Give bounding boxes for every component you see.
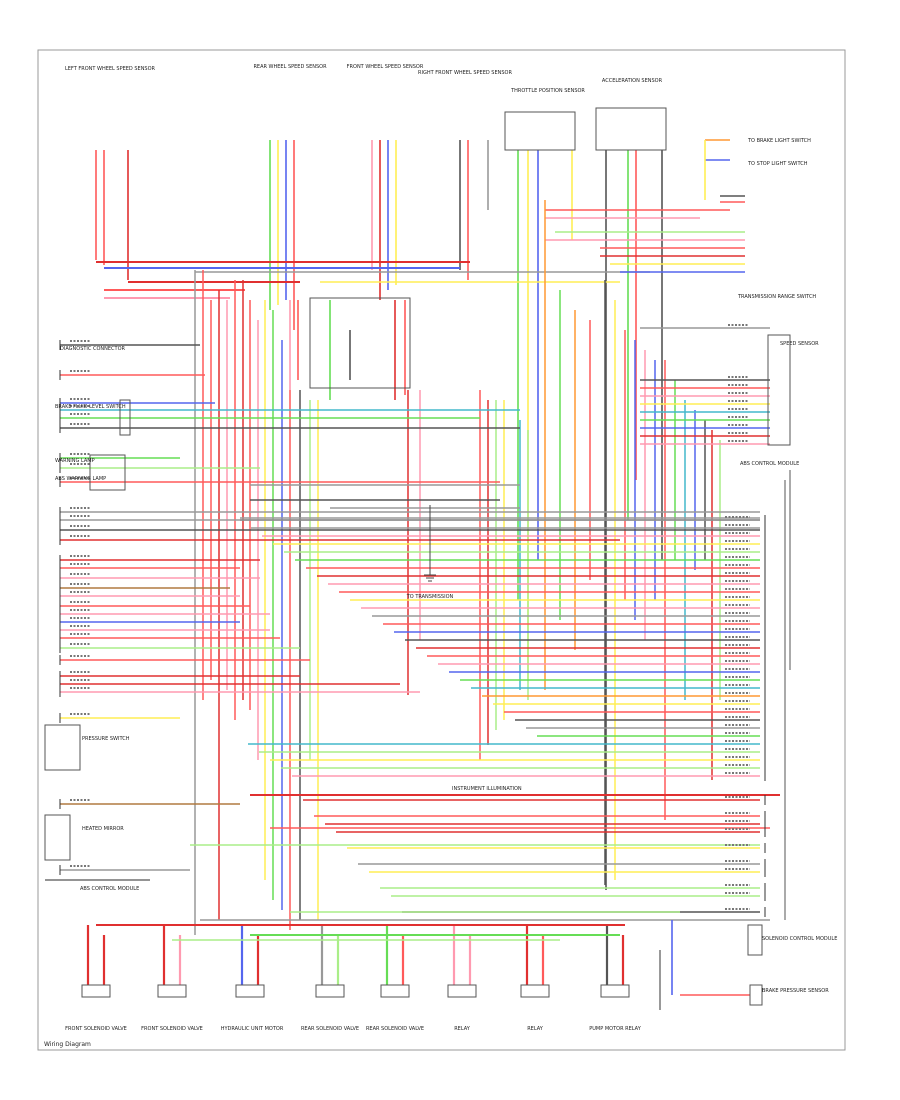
fluid-level-switch-box: [119, 399, 131, 436]
heated-mirror-box: [44, 814, 71, 861]
left-bottom-label-3: ABS CONTROL MODULE: [80, 886, 139, 892]
valve-connector-3: [235, 984, 265, 998]
valve-connector-6: [447, 984, 477, 998]
left-label-1: DIAGNOSTIC CONNECTOR: [60, 346, 126, 352]
valve-connector-5: [380, 984, 410, 998]
right-label-2: TO STOP LIGHT SWITCH: [747, 161, 808, 167]
valve-connector-8: [600, 984, 630, 998]
bottom-label-5: REAR SOLENOID VALVE: [366, 1026, 424, 1032]
valve-connector-7: [520, 984, 550, 998]
sensor-label-5: THROTTLE POSITION SENSOR: [510, 88, 585, 94]
right-mid-label: ABS CONTROL MODULE: [740, 461, 799, 467]
bottom-label-1: FRONT SOLENOID VALVE: [65, 1026, 127, 1032]
valve-connector-1: [81, 984, 111, 998]
solenoid-control-box: [747, 924, 763, 956]
throttle-sensor-box: [504, 111, 576, 151]
sensor-label-4: RIGHT FRONT WHEEL SPEED SENSOR: [418, 70, 512, 76]
ground-label: TO TRANSMISSION: [406, 594, 454, 600]
sensor-label-1: LEFT FRONT WHEEL SPEED SENSOR: [65, 66, 156, 72]
transmission-range-switch-box: [767, 334, 791, 446]
sensor-label-3: FRONT WHEEL SPEED SENSOR: [347, 64, 424, 70]
right-label-4: SPEED SENSOR: [780, 341, 819, 347]
bottom-label-7: RELAY: [527, 1026, 544, 1032]
illumination-label: INSTRUMENT ILLUMINATION: [452, 786, 522, 792]
bottom-label-4: REAR SOLENOID VALVE: [301, 1026, 359, 1032]
ground-symbol: [424, 505, 436, 582]
footer-text: Wiring Diagram: [44, 1041, 91, 1048]
bottom-label-6: RELAY: [454, 1026, 471, 1032]
left-label-2: BRAKE FLUID LEVEL SWITCH: [55, 404, 126, 410]
left-bottom-label-2: HEATED MIRROR: [82, 826, 124, 832]
component-group: [44, 107, 791, 1006]
bottom-label-8: PUMP MOTOR RELAY: [589, 1026, 641, 1032]
right-bottom-label-2: BRAKE PRESSURE SENSOR: [762, 988, 829, 994]
left-label-3: WARNING LAMP: [55, 458, 95, 464]
left-label-4: ABS WARNING LAMP: [55, 476, 106, 482]
bottom-label-2: FRONT SOLENOID VALVE: [141, 1026, 203, 1032]
right-label-3: TRANSMISSION RANGE SWITCH: [737, 294, 816, 300]
right-bottom-label-1: SOLENOID CONTROL MODULE: [762, 936, 837, 942]
pressure-switch-box: [44, 724, 81, 771]
right-label-1: TO BRAKE LIGHT SWITCH: [747, 138, 811, 144]
sensor-label-2: REAR WHEEL SPEED SENSOR: [253, 64, 327, 70]
sensor-label-6: ACCELERATION SENSOR: [602, 78, 663, 84]
left-bottom-label-1: PRESSURE SWITCH: [82, 736, 130, 742]
valve-connector-4: [315, 984, 345, 998]
valve-connector-2: [157, 984, 187, 998]
warning-lamp-box: [89, 454, 126, 491]
diagram-border: [37, 49, 846, 1051]
wire-group: [45, 139, 791, 1010]
label-group: [70, 324, 750, 910]
bottom-label-3: HYDRAULIC UNIT MOTOR: [221, 1026, 284, 1032]
acceleration-sensor-box: [595, 107, 667, 151]
relay-block: [309, 297, 411, 389]
pressure-sensor-box: [749, 984, 763, 1006]
